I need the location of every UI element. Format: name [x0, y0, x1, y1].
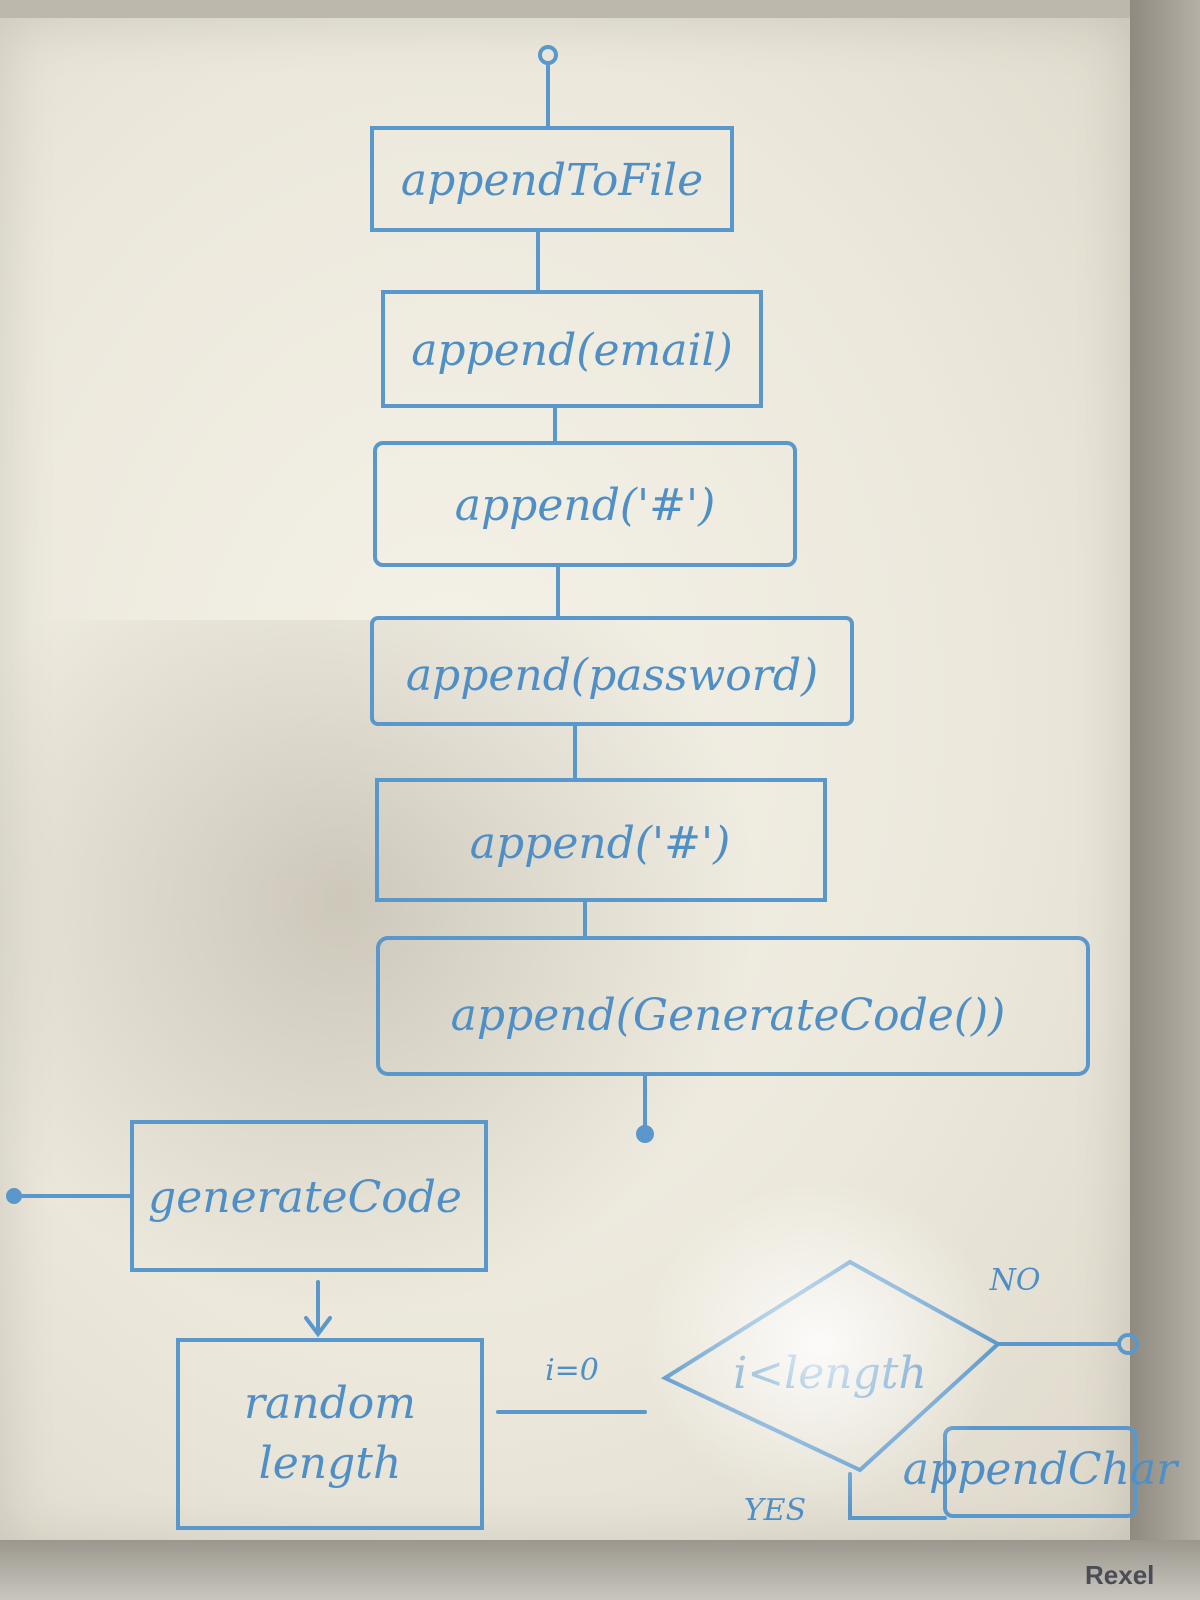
append-password-label: append(password)	[406, 650, 818, 701]
no-label: NO	[989, 1263, 1041, 1298]
random-length-box	[176, 1338, 484, 1530]
yes-label: YES	[744, 1493, 806, 1528]
append-password-box	[370, 616, 854, 726]
function-entry-node	[6, 1188, 22, 1204]
append-to-file-box	[370, 126, 734, 232]
init-label: i=0	[545, 1353, 599, 1388]
brand-logo: Rexel	[1085, 1560, 1155, 1590]
board-frame-bottom	[0, 1540, 1200, 1600]
generate-code-label: generateCode	[148, 1172, 462, 1223]
generate-code-box	[130, 1120, 488, 1272]
condition-label: i<length	[733, 1348, 927, 1399]
append-email-box	[381, 290, 763, 408]
append-generate-code-box	[376, 936, 1090, 1076]
start-node	[538, 45, 558, 65]
end-node-2	[1117, 1333, 1139, 1355]
random-length-label-2: length	[259, 1438, 402, 1489]
append-to-file-label: appendToFile	[401, 155, 703, 206]
append-hash-2-label: append('#')	[470, 818, 731, 869]
random-length-label-1: random	[244, 1378, 416, 1429]
append-email-label: append(email)	[411, 325, 733, 376]
append-generate-code-label: append(GenerateCode())	[451, 990, 1006, 1041]
append-char-label: appendChar	[903, 1444, 1180, 1495]
end-node-1	[636, 1125, 654, 1143]
append-hash-1-box	[373, 441, 797, 567]
append-hash-2-box	[375, 778, 827, 902]
board-frame-right	[1130, 0, 1200, 1600]
arrow-head	[304, 1316, 332, 1338]
append-hash-1-label: append('#')	[455, 480, 716, 531]
